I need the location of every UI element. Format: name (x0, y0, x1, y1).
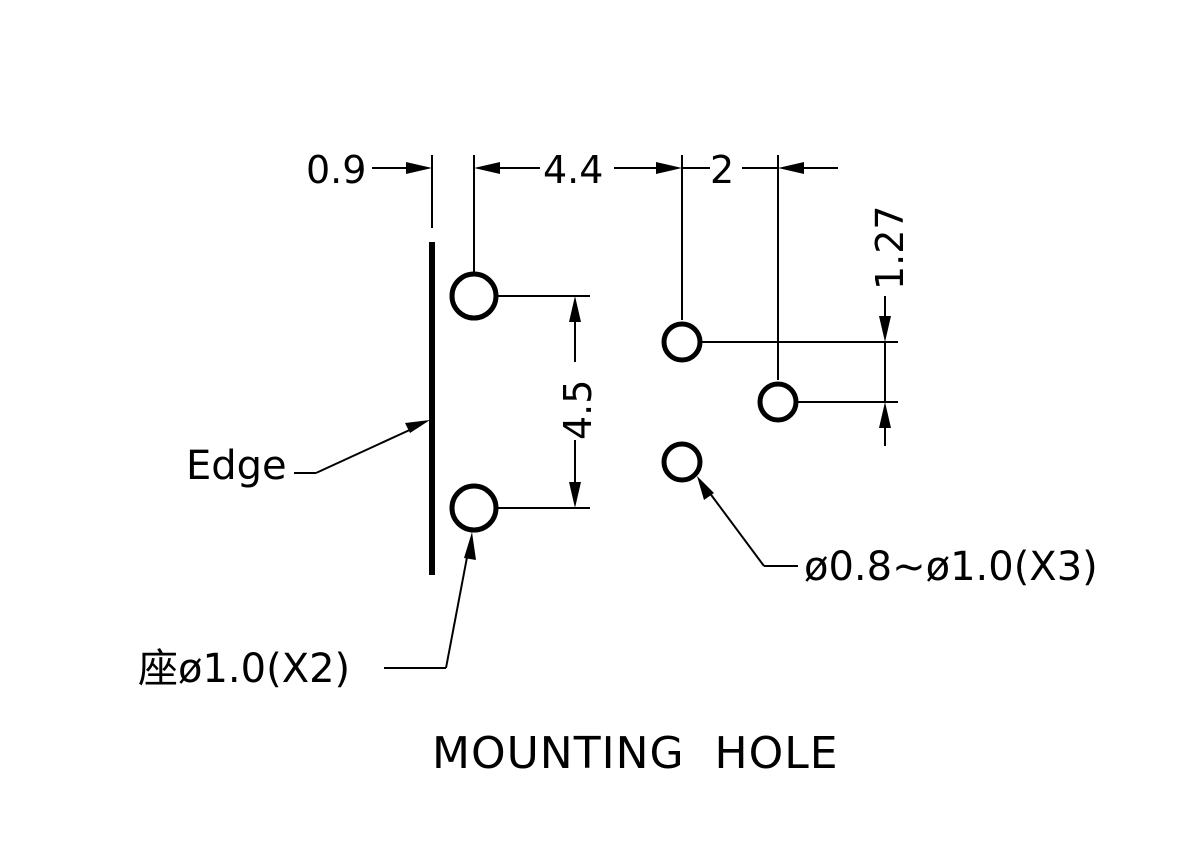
large-holes-label: 座ø1.0(X2) (138, 646, 350, 692)
large-hole-bottom (449, 483, 499, 533)
small-hole-leader-arrow (697, 476, 714, 500)
arrow-2-right (778, 162, 804, 174)
arrow-4-5-bottom (569, 482, 581, 508)
dim-label-4-5: 4.5 (556, 380, 600, 440)
dim-label-0-9: 0.9 (306, 148, 366, 192)
small-hole-bottom (661, 441, 703, 483)
large-hole-top (449, 271, 499, 321)
small-hole-top (661, 321, 703, 363)
arrow-4-4-left (474, 162, 500, 174)
arrow-1-27-top (879, 316, 891, 342)
dim-label-1-27: 1.27 (868, 205, 912, 290)
dim-label-4-4: 4.4 (543, 148, 603, 192)
arrow-4-4-right (656, 162, 682, 174)
small-hole-leader-diagonal (705, 487, 765, 567)
arrow-1-27-bottom (879, 402, 891, 428)
dim-label-2: 2 (710, 148, 734, 192)
edge-leader-diagonal (315, 427, 415, 474)
small-holes-label: ø0.8~ø1.0(X3) (804, 544, 1098, 590)
arrow-0-9 (406, 162, 432, 174)
small-hole-right (757, 381, 799, 423)
edge-leader-arrow (405, 420, 430, 433)
large-hole-leader-diagonal (445, 551, 469, 669)
arrow-4-5-top (569, 296, 581, 322)
large-hole-leader-arrow (464, 532, 476, 560)
edge-label: Edge (186, 443, 287, 489)
drawing-title: MOUNTING HOLE (432, 728, 839, 779)
